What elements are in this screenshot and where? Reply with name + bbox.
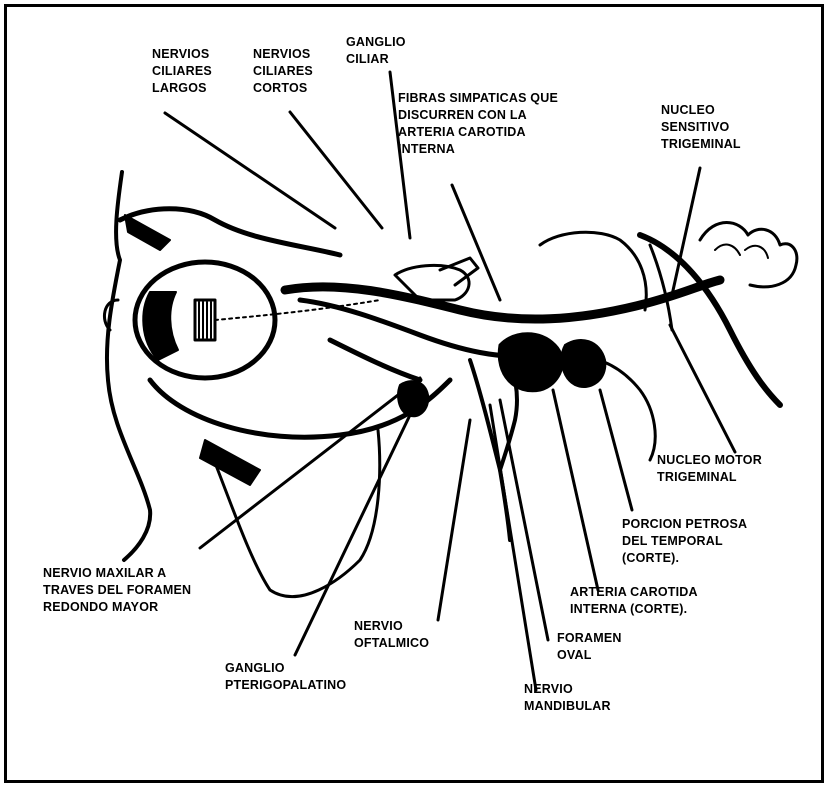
label-line: PTERIGOPALATINO <box>225 677 346 694</box>
brainstem-inner <box>650 245 672 330</box>
label-line: OFTALMICO <box>354 635 429 652</box>
temporal-bone <box>540 232 646 310</box>
label-line: TRIGEMINAL <box>661 136 741 153</box>
leader-nucleo-motor <box>670 325 735 452</box>
label-line: CILIARES <box>253 63 313 80</box>
label-line: CILIAR <box>346 51 406 68</box>
label-line: INTERNA (CORTE). <box>570 601 698 618</box>
label-line: NERVIOS <box>253 46 313 63</box>
label-line: LARGOS <box>152 80 212 97</box>
label-nucleo-sensitivo: NUCLEO SENSITIVO TRIGEMINAL <box>661 102 741 153</box>
label-line: FIBRAS SIMPATICAS QUE <box>398 90 558 107</box>
label-line: REDONDO MAYOR <box>43 599 191 616</box>
label-line: DEL TEMPORAL <box>622 533 747 550</box>
label-ganglio-pterigopalatino: GANGLIO PTERIGOPALATINO <box>225 660 346 694</box>
pterygopalatine-ganglion <box>398 381 428 416</box>
mandibular-nerve <box>470 360 510 540</box>
label-line: NUCLEO <box>661 102 741 119</box>
label-foramen-oval: FORAMEN OVAL <box>557 630 622 664</box>
cerebellum-folds <box>715 245 768 258</box>
label-nervios-ciliares-largos: NERVIOS CILIARES LARGOS <box>152 46 212 97</box>
label-nervio-maxilar: NERVIO MAXILAR A TRAVES DEL FORAMEN REDO… <box>43 565 191 616</box>
label-line: INTERNA <box>398 141 558 158</box>
maxillary-branch <box>330 340 420 380</box>
leader-porcion-petrosa <box>600 390 632 510</box>
label-line: GANGLIO <box>346 34 406 51</box>
label-line: TRIGEMINAL <box>657 469 762 486</box>
label-line: (CORTE). <box>622 550 747 567</box>
leader-nervio-oftalmico <box>438 420 470 620</box>
label-line: ARTERIA CAROTIDA <box>570 584 698 601</box>
label-porcion-petrosa: PORCION PETROSA DEL TEMPORAL (CORTE). <box>622 516 747 567</box>
label-nervio-oftalmico: NERVIO OFTALMICO <box>354 618 429 652</box>
label-line: OVAL <box>557 647 622 664</box>
label-line: GANGLIO <box>225 660 346 677</box>
label-nervios-ciliares-cortos: NERVIOS CILIARES CORTOS <box>253 46 313 97</box>
iris-front <box>143 292 178 360</box>
label-line: TRAVES DEL FORAMEN <box>43 582 191 599</box>
label-line: CILIARES <box>152 63 212 80</box>
label-line: SENSITIVO <box>661 119 741 136</box>
label-line: NUCLEO MOTOR <box>657 452 762 469</box>
label-nervio-mandibular: NERVIO MANDIBULAR <box>524 681 611 715</box>
maxilla-outline <box>210 430 380 597</box>
label-line: PORCION PETROSA <box>622 516 747 533</box>
label-line: ARTERIA CAROTIDA <box>398 124 558 141</box>
label-nucleo-motor: NUCLEO MOTOR TRIGEMINAL <box>657 452 762 486</box>
label-line: DISCURREN CON LA <box>398 107 558 124</box>
label-line: NERVIO MAXILAR A <box>43 565 191 582</box>
petrous-mass <box>562 340 606 387</box>
label-arteria-carotida-corte: ARTERIA CAROTIDA INTERNA (CORTE). <box>570 584 698 618</box>
label-line: NERVIO <box>524 681 611 698</box>
brainstem-curve <box>640 235 780 405</box>
label-line: MANDIBULAR <box>524 698 611 715</box>
label-line: NERVIO <box>354 618 429 635</box>
leader-arteria-carotida <box>553 390 598 590</box>
label-line: CORTOS <box>253 80 313 97</box>
cheek-shadow <box>200 440 260 485</box>
brow-shadow <box>125 215 170 250</box>
label-line: NERVIOS <box>152 46 212 63</box>
label-ganglio-ciliar: GANGLIO CILIAR <box>346 34 406 68</box>
sphenoid-upper <box>440 258 478 285</box>
lens-stripes <box>199 302 211 338</box>
label-fibras-simpaticas: FIBRAS SIMPATICAS QUE DISCURREN CON LA A… <box>398 90 558 158</box>
leader-ciliares-cortos <box>290 112 382 228</box>
label-line: FORAMEN <box>557 630 622 647</box>
